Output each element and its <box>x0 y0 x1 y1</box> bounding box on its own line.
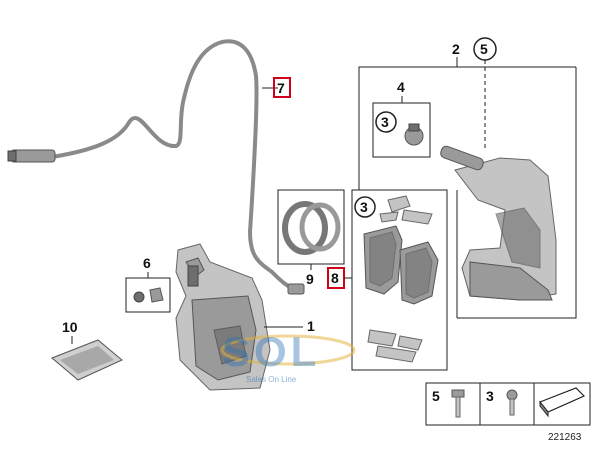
brake-caliper <box>175 243 271 391</box>
shim-plate-icon <box>539 387 586 418</box>
bleeder-kit-box <box>125 277 171 313</box>
piston-seal-rings <box>282 201 341 255</box>
guide-bolt-part <box>404 123 424 146</box>
callout-5: 5 <box>480 41 488 57</box>
parts-legend: 5 3 <box>425 382 591 426</box>
callout-9: 9 <box>306 271 314 287</box>
callout-2: 2 <box>452 41 460 57</box>
legend-bolt-5 <box>451 389 465 418</box>
brake-pad-box <box>351 189 448 371</box>
legend-bolt-3 <box>506 389 518 416</box>
watermark-logo-text: SOL <box>222 328 320 375</box>
brake-pads <box>363 225 439 305</box>
grease-pack <box>51 339 123 381</box>
diagram-id: 221263 <box>548 432 582 443</box>
pad-clips-top <box>379 195 433 225</box>
bleeder-parts <box>133 287 164 303</box>
callout-1: 1 <box>307 318 315 334</box>
callout-3-pads: 3 <box>360 199 368 215</box>
callout-10: 10 <box>62 319 78 335</box>
sol-watermark-logo: SOL Sales On Line <box>220 328 356 384</box>
carrier-bracket <box>440 145 557 301</box>
callout-8: 8 <box>331 270 339 286</box>
bolt-kit-box <box>372 102 431 158</box>
legend-key-3: 3 <box>486 388 494 404</box>
callout-7: 7 <box>277 80 285 96</box>
legend-key-5: 5 <box>432 388 440 404</box>
pad-clips-bottom <box>367 329 423 363</box>
watermark-tagline: Sales On Line <box>246 375 297 384</box>
callout-7-highlight <box>273 77 291 98</box>
wear-sensor-cable <box>7 39 305 295</box>
callout-4: 4 <box>397 79 405 95</box>
callout-6: 6 <box>143 255 151 271</box>
callout-3-top: 3 <box>381 114 389 130</box>
